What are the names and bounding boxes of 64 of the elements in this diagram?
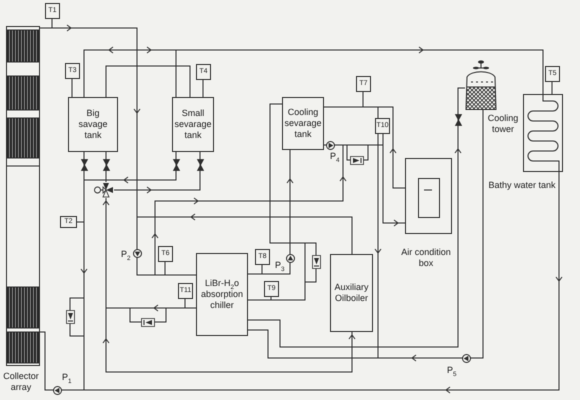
pump-label: P$_{4}$	[330, 151, 340, 161]
unit-label: Auxiliary Oilboiler	[333, 282, 370, 304]
pipe-line	[106, 66, 190, 98]
sensor-lead	[362, 92, 364, 108]
temperature-sensor	[375, 118, 390, 134]
pipe-line	[152, 144, 346, 276]
pump-label: P$_{2}$	[121, 249, 131, 259]
pipe-line	[40, 332, 84, 390]
pipe-line	[378, 110, 484, 362]
temperature-sensor	[196, 64, 211, 80]
tank-label: Big savage tank	[77, 108, 109, 141]
pipe-line	[374, 106, 382, 358]
pipe-line	[102, 308, 356, 372]
sensor-lead	[164, 262, 166, 276]
pipe-line	[248, 88, 466, 348]
pipe-line	[154, 274, 196, 276]
pipe-line	[324, 144, 344, 146]
temperature-sensor	[60, 216, 77, 228]
temperature-sensor	[45, 3, 60, 19]
pipe-line	[248, 150, 294, 274]
temperature-sensor	[264, 281, 279, 297]
pipe-line	[84, 46, 138, 98]
unit-label: Air condition box	[400, 247, 452, 269]
tower-label: Cooling tower	[486, 113, 520, 135]
pump-label: P$_{1}$	[62, 372, 72, 382]
pump-label: P$_{5}$	[447, 365, 457, 375]
sensor-lead	[382, 134, 384, 146]
pipe-line	[80, 180, 88, 390]
pipe-line	[84, 152, 176, 184]
boiler-unit	[330, 254, 373, 332]
pipe-line	[136, 214, 352, 254]
temperature-sensor	[65, 63, 80, 79]
pipe-line	[84, 172, 562, 394]
pipe-line	[248, 330, 378, 358]
pipe-line	[136, 46, 176, 54]
storage-tank	[172, 97, 214, 152]
pipe-line	[102, 198, 110, 308]
sensor-lead	[202, 80, 204, 98]
tank-label: Bathy water tank	[488, 180, 556, 191]
pipe-line	[324, 106, 378, 108]
four-way-valve	[94, 182, 114, 198]
collector-label: Collector array	[2, 371, 40, 393]
tank-label: Cooling sevarage tank	[283, 107, 323, 140]
pipe-line	[176, 46, 544, 94]
pipe-line	[114, 152, 200, 194]
storage-tank	[68, 97, 118, 152]
pipe-line	[378, 106, 406, 188]
pipe-line	[248, 104, 306, 300]
tank-label: Small sevarage tank	[173, 108, 213, 141]
storage-tank	[282, 97, 324, 150]
temperature-sensor	[158, 246, 173, 262]
unit-label: LiBr-H$_{2}$o absorption chiller	[200, 278, 244, 311]
pump-label: P$_{3}$	[275, 260, 285, 270]
pipe-line	[134, 50, 140, 218]
pipe-line	[342, 144, 406, 226]
chiller-unit	[196, 253, 248, 336]
sensor-lead	[184, 298, 186, 308]
pipe-line	[136, 216, 156, 276]
pipe-line	[40, 24, 138, 50]
pipe-line	[106, 304, 196, 312]
temperature-sensor	[178, 283, 193, 299]
temperature-sensor	[356, 76, 371, 92]
temperature-sensor	[545, 66, 560, 82]
temperature-sensor	[255, 249, 270, 265]
